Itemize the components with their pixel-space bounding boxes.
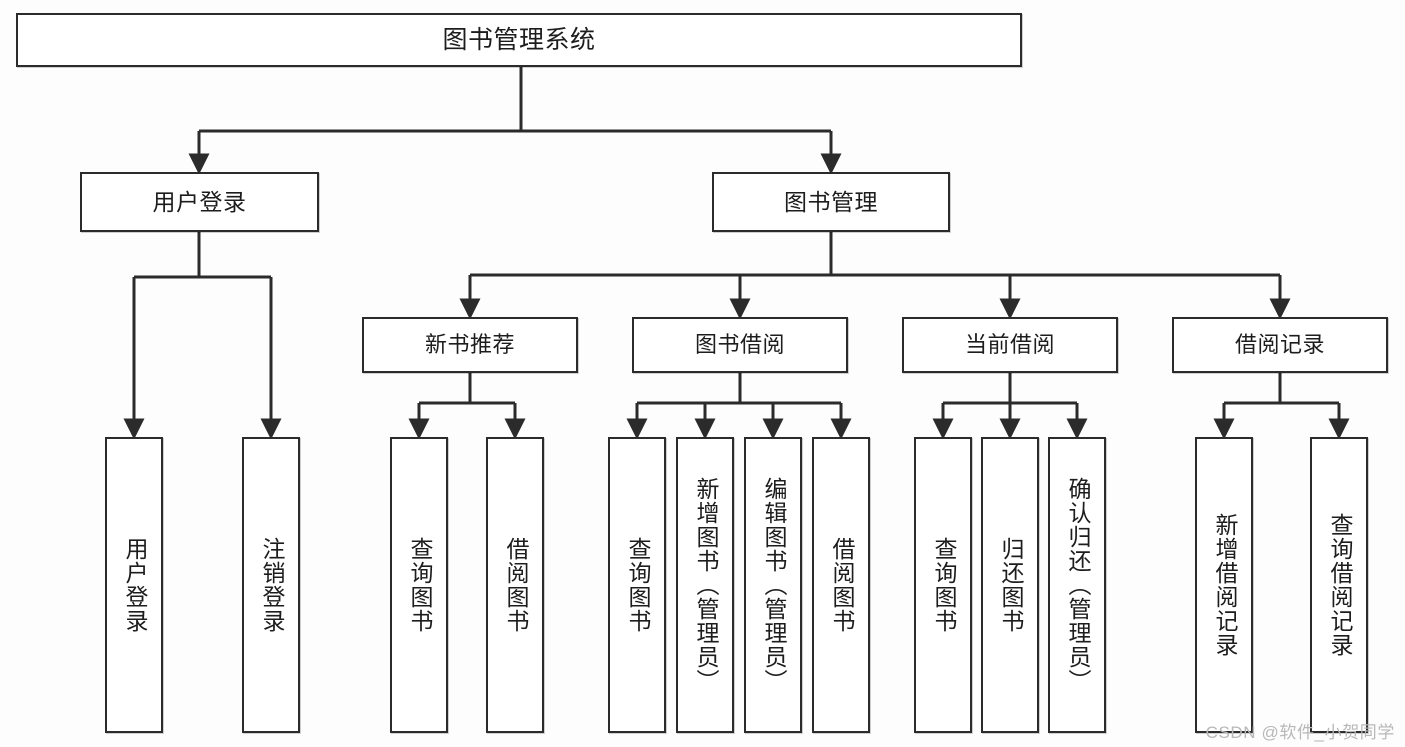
leaf-user-login-login-label: 用户登录 — [121, 537, 148, 633]
node-root-label: 图书管理系统 — [442, 25, 596, 54]
leaf-user-login-login[interactable]: 用户登录 — [105, 437, 163, 733]
leaf-current-borrow-confirm-return-label: 确认归还（管理员） — [1064, 477, 1091, 693]
node-current-borrow-label: 当前借阅 — [964, 331, 1055, 357]
node-book-borrow[interactable]: 图书借阅 — [632, 317, 848, 373]
leaf-new-book-query-label: 查询图书 — [406, 537, 433, 633]
leaf-book-borrow-borrow-label: 借阅图书 — [828, 537, 855, 633]
node-new-book-recommend[interactable]: 新书推荐 — [362, 317, 578, 373]
leaf-current-borrow-query-label: 查询图书 — [930, 537, 957, 633]
leaf-book-borrow-add[interactable]: 新增图书（管理员） — [676, 437, 734, 733]
leaf-book-borrow-borrow[interactable]: 借阅图书 — [812, 437, 870, 733]
leaf-new-book-query[interactable]: 查询图书 — [390, 437, 448, 733]
leaf-new-book-borrow[interactable]: 借阅图书 — [486, 437, 544, 733]
leaf-current-borrow-return[interactable]: 归还图书 — [981, 437, 1039, 733]
leaf-user-login-logout[interactable]: 注销登录 — [242, 437, 300, 733]
leaf-book-borrow-query-label: 查询图书 — [624, 537, 651, 633]
node-borrow-record-label: 借阅记录 — [1234, 331, 1325, 357]
node-current-borrow[interactable]: 当前借阅 — [902, 317, 1118, 373]
node-user-login[interactable]: 用户登录 — [80, 172, 319, 232]
leaf-borrow-record-query[interactable]: 查询借阅记录 — [1310, 437, 1368, 733]
leaf-user-login-logout-label: 注销登录 — [258, 537, 285, 633]
leaf-current-borrow-query[interactable]: 查询图书 — [914, 437, 972, 733]
leaf-book-borrow-edit[interactable]: 编辑图书（管理员） — [744, 437, 802, 733]
leaf-current-borrow-confirm-return[interactable]: 确认归还（管理员） — [1048, 437, 1106, 733]
leaf-new-book-borrow-label: 借阅图书 — [502, 537, 529, 633]
node-borrow-record[interactable]: 借阅记录 — [1172, 317, 1388, 373]
leaf-book-borrow-query[interactable]: 查询图书 — [608, 437, 666, 733]
leaf-book-borrow-add-label: 新增图书（管理员） — [692, 477, 719, 693]
leaf-borrow-record-query-label: 查询借阅记录 — [1326, 513, 1353, 657]
leaf-borrow-record-add[interactable]: 新增借阅记录 — [1195, 437, 1253, 733]
leaf-book-borrow-edit-label: 编辑图书（管理员） — [760, 477, 787, 693]
leaf-borrow-record-add-label: 新增借阅记录 — [1211, 513, 1238, 657]
leaf-current-borrow-return-label: 归还图书 — [997, 537, 1024, 633]
node-new-book-recommend-label: 新书推荐 — [424, 331, 515, 357]
csdn-watermark: CSDN @软件_小贺同学 — [1205, 723, 1395, 742]
node-book-borrow-label: 图书借阅 — [694, 331, 785, 357]
node-root[interactable]: 图书管理系统 — [16, 13, 1022, 67]
node-book-management-label: 图书管理 — [784, 188, 878, 215]
node-book-management[interactable]: 图书管理 — [712, 172, 950, 232]
node-user-login-label: 用户登录 — [152, 188, 247, 215]
